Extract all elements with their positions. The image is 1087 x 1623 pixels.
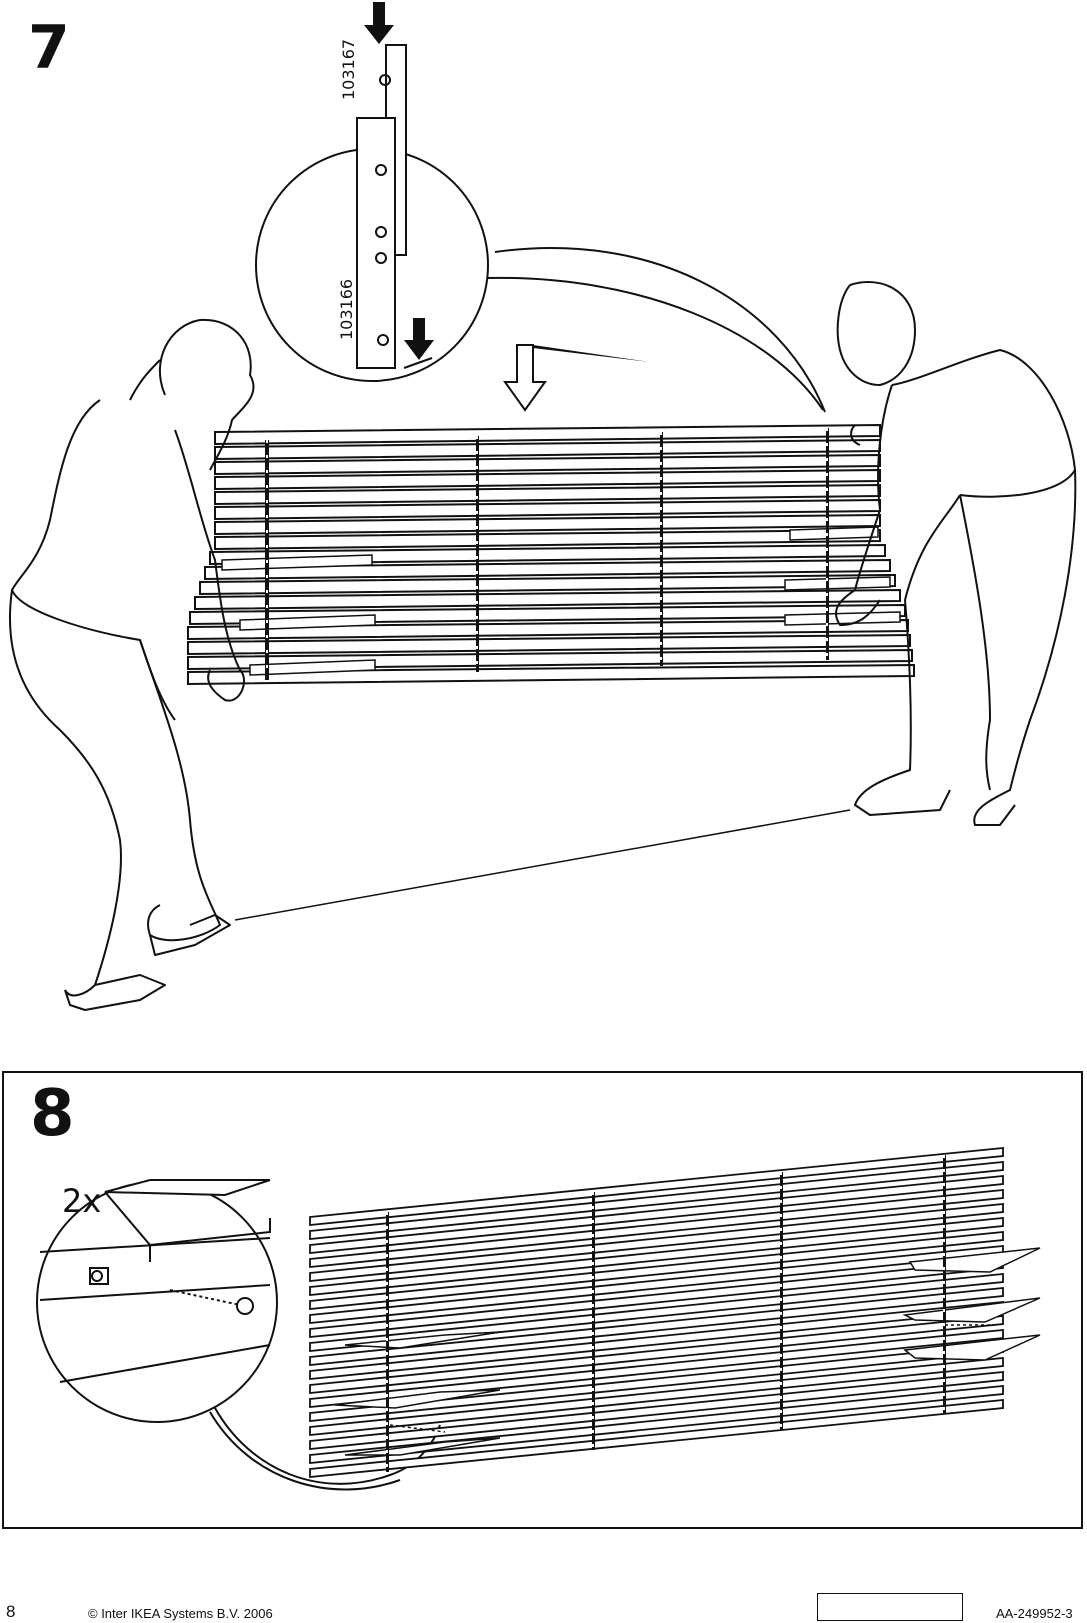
person-left: [9, 318, 255, 1011]
arrow-down-bottom: [404, 318, 434, 360]
floor-line: [234, 809, 851, 921]
footer-empty-box: [817, 1593, 963, 1621]
step-7-number: 7: [28, 13, 70, 83]
step-8-panel: [2, 1071, 1083, 1529]
placement-arrow: [503, 344, 547, 412]
step-7-illustration: 103167 103166: [9, 2, 1077, 1011]
part-number-103166: 103166: [337, 279, 356, 340]
bracket-103166: [356, 117, 396, 369]
headboard-slats: [187, 423, 915, 686]
step-8-number: 8: [30, 1077, 75, 1151]
person-right: [835, 281, 1077, 826]
part-number-103167: 103167: [339, 39, 358, 100]
copyright-notice: © Inter IKEA Systems B.V. 2006: [88, 1606, 273, 1621]
page-number: 8: [6, 1602, 16, 1621]
document-code: AA-249952-3: [996, 1606, 1073, 1621]
detail-callout-line: [494, 247, 826, 413]
arrow-down-top: [364, 2, 394, 44]
